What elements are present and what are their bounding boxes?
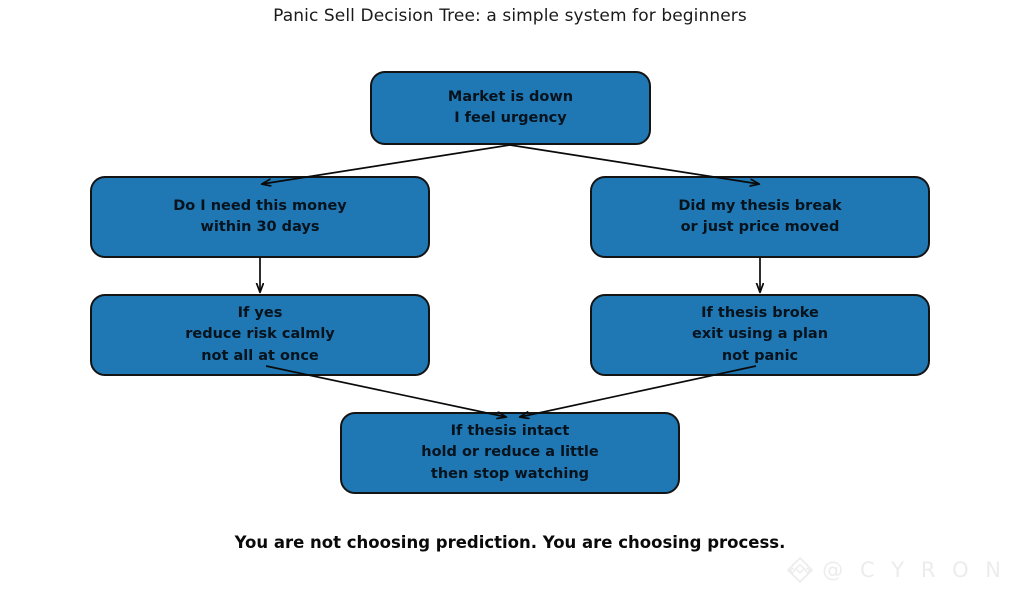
- diagram-caption: You are not choosing prediction. You are…: [234, 533, 786, 552]
- node-left-question-label: Do I need this money within 30 days: [173, 197, 347, 235]
- watermark-handle: @ C Y R O N: [822, 558, 1006, 582]
- node-right-question[interactable]: Did my thesis break or just price moved: [590, 176, 930, 258]
- node-right-question-label: Did my thesis break or just price moved: [678, 197, 842, 235]
- node-outcome[interactable]: If thesis intact hold or reduce a little…: [340, 412, 680, 494]
- diamond-logo-icon: [787, 556, 814, 584]
- node-left-action[interactable]: If yes reduce risk calmly not all at onc…: [90, 294, 430, 376]
- node-root-label: Market is down I feel urgency: [447, 88, 574, 126]
- page-title: Panic Sell Decision Tree: a simple syste…: [273, 6, 747, 26]
- node-right-action-label: If thesis broke exit using a plan not pa…: [691, 305, 829, 364]
- node-outcome-label: If thesis intact hold or reduce a little…: [421, 423, 599, 482]
- node-right-action[interactable]: If thesis broke exit using a plan not pa…: [590, 294, 930, 376]
- node-left-question[interactable]: Do I need this money within 30 days: [90, 176, 430, 258]
- node-root[interactable]: Market is down I feel urgency: [370, 71, 651, 145]
- watermark: @ C Y R O N: [785, 555, 1006, 585]
- node-left-action-label: If yes reduce risk calmly not all at onc…: [185, 305, 335, 364]
